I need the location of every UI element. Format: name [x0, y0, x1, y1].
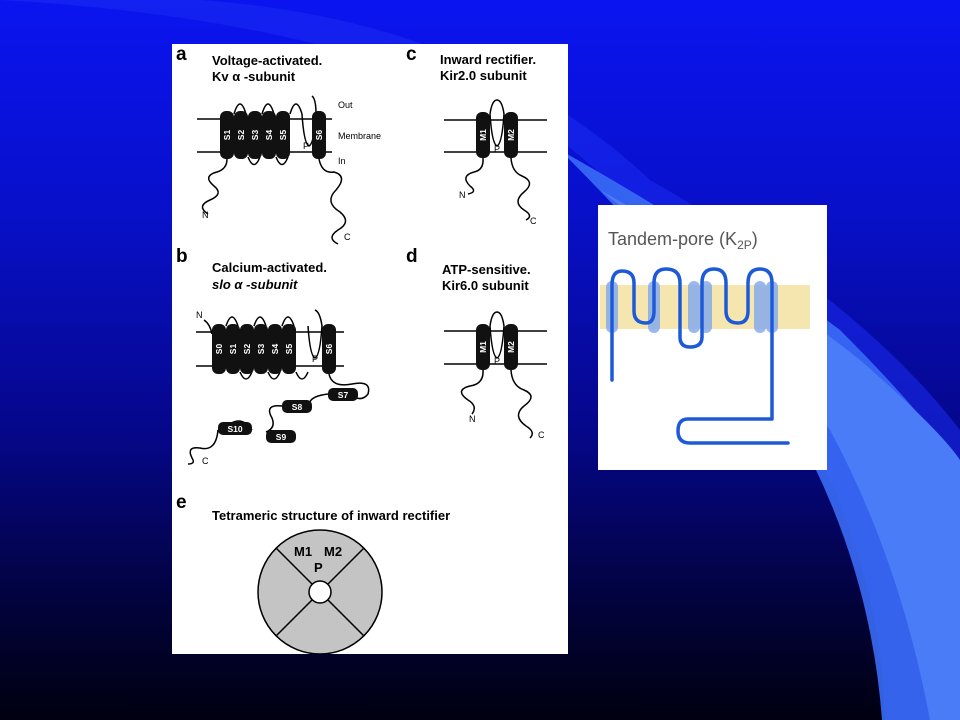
segment-c-m2-label: M2: [506, 129, 516, 141]
segment-s9: [266, 430, 296, 443]
panel-c-c: C: [530, 216, 537, 226]
k2p-title-sub: 2P: [737, 238, 752, 252]
panel-e-title: Tetrameric structure of inward rectifier: [212, 508, 450, 523]
segment-s10-label: S10: [227, 424, 242, 434]
segment-a3-label: S3: [250, 130, 260, 141]
panel-c-title-1: Inward rectifier.: [440, 52, 536, 67]
panel-d-title-2: Kir6.0 subunit: [442, 278, 529, 293]
segment-a4: [262, 111, 276, 159]
segment-b4: [268, 324, 282, 374]
panel-b: b Calcium-activated. slo α -subunit N S0…: [176, 246, 370, 466]
segment-b5: [282, 324, 296, 374]
panel-a: a Voltage-activated. Kv α -subunit S1 S2…: [176, 44, 381, 245]
out-label: Out: [338, 100, 353, 110]
channel-figure: a Voltage-activated. Kv α -subunit S1 S2…: [176, 44, 547, 655]
panel-e-letter: e: [176, 492, 187, 513]
segment-a3: [248, 111, 262, 159]
panel-a-c: C: [344, 232, 351, 242]
segment-b5-label: S5: [284, 344, 294, 355]
panel-c: c Inward rectifier. Kir2.0 subunit M1 M2…: [406, 44, 547, 226]
k2p-panel: Tandem-pore (K2P): [598, 205, 827, 470]
k2p-title: Tandem-pore (K2P): [608, 229, 758, 252]
segment-c-m2: [504, 112, 518, 158]
segment-a6-label: S6: [314, 130, 324, 141]
tetramer-pore: [308, 580, 332, 604]
in-label: In: [338, 156, 346, 166]
segment-a6: [312, 111, 326, 159]
panel-a-n: N: [202, 210, 209, 220]
segment-b6-label: S6: [324, 344, 334, 355]
panel-c-pore: P: [494, 144, 500, 154]
segment-d-m2: [504, 324, 518, 370]
panel-b-pore: P: [312, 354, 318, 364]
panel-e: e Tetrameric structure of inward rectifi…: [176, 492, 450, 655]
membrane-label: Membrane: [338, 131, 381, 141]
k2p-chain: [610, 267, 790, 445]
panel-a-title-1: Voltage-activated.: [212, 53, 322, 68]
segment-s9-label: S9: [276, 432, 287, 442]
panel-b-letter: b: [176, 246, 188, 267]
tetramer-m2: M2: [324, 544, 342, 559]
segment-d-m2-label: M2: [506, 341, 516, 353]
segment-d-m1-label: M1: [478, 341, 488, 353]
segment-b0-label: S0: [214, 344, 224, 355]
panel-d-pore: P: [494, 356, 500, 366]
panel-d-title-1: ATP-sensitive.: [442, 262, 531, 277]
segment-s10: [218, 422, 252, 435]
k2p-diagram: Tandem-pore (K2P): [600, 229, 810, 445]
panel-d-n: N: [469, 414, 476, 424]
panel-a-pore: P: [303, 141, 309, 151]
segment-b6: [322, 324, 336, 374]
segment-b0: [212, 324, 226, 374]
segment-a2: [234, 111, 248, 159]
segment-b1: [226, 324, 240, 374]
segment-s7-label: S7: [338, 390, 349, 400]
segment-c-m1-label: M1: [478, 129, 488, 141]
segment-b2: [240, 324, 254, 374]
segment-a5-label: S5: [278, 130, 288, 141]
segment-d-m1: [476, 324, 490, 370]
tetramer-p: P: [314, 560, 323, 575]
panel-b-title-2: slo α -subunit: [212, 277, 298, 292]
panel-c-title-2: Kir2.0 subunit: [440, 68, 527, 83]
segment-a1-label: S1: [222, 130, 232, 141]
panel-c-n: N: [459, 190, 466, 200]
panel-b-c: C: [202, 456, 209, 466]
panel-a-letter: a: [176, 44, 187, 65]
channel-figure-panel: a Voltage-activated. Kv α -subunit S1 S2…: [172, 44, 568, 655]
panel-d: d ATP-sensitive. Kir6.0 subunit M1 M2 P …: [406, 246, 547, 440]
panel-c-letter: c: [406, 44, 417, 65]
segment-a2-label: S2: [236, 130, 246, 141]
segment-b4-label: S4: [270, 344, 280, 355]
panel-d-letter: d: [406, 246, 418, 267]
segment-a5: [276, 111, 290, 159]
segment-b3: [254, 324, 268, 374]
segment-b2-label: S2: [242, 344, 252, 355]
k2p-title-end: ): [752, 229, 758, 249]
segment-b1-label: S1: [228, 344, 238, 355]
segment-a4-label: S4: [264, 130, 274, 141]
segment-c-m1: [476, 112, 490, 158]
panel-d-c: C: [538, 430, 545, 440]
segment-b3-label: S3: [256, 344, 266, 355]
segment-s8: [282, 400, 312, 413]
k2p-title-main: Tandem-pore (K: [608, 229, 737, 249]
panel-a-title-2: Kv α -subunit: [212, 69, 296, 84]
segment-a1: [220, 111, 234, 159]
segment-s8-label: S8: [292, 402, 303, 412]
panel-b-title-1: Calcium-activated.: [212, 260, 327, 275]
tetramer-m1: M1: [294, 544, 312, 559]
segment-s7: [328, 388, 358, 401]
panel-b-n: N: [196, 310, 203, 320]
